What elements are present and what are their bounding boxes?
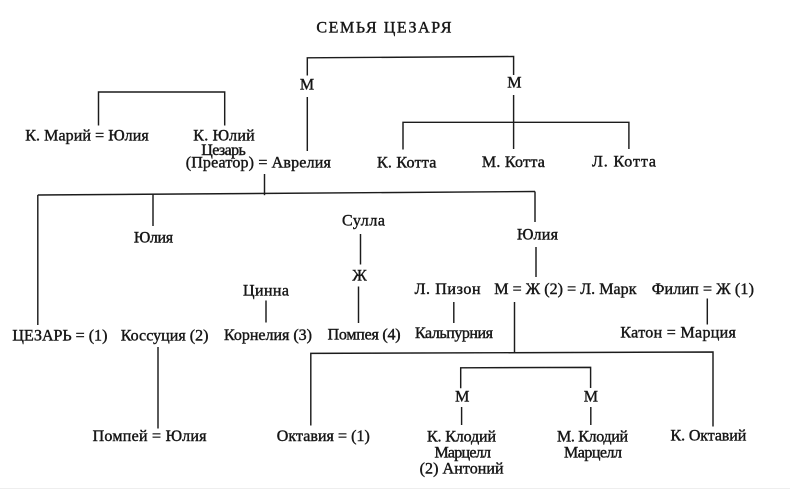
svg-text:Ж: Ж: [352, 268, 367, 285]
svg-text:М: М: [455, 388, 469, 405]
svg-text:Сулла: Сулла: [342, 213, 385, 230]
svg-text:Марцелл: Марцелл: [564, 445, 622, 462]
svg-text:Л. Пизон: Л. Пизон: [415, 281, 481, 298]
svg-text:К. Юлий: К. Юлий: [193, 128, 255, 145]
svg-text:М: М: [507, 75, 521, 92]
svg-text:Корнелия (3): Корнелия (3): [224, 327, 312, 344]
svg-text:СЕМЬЯ ЦЕЗАРЯ: СЕМЬЯ ЦЕЗАРЯ: [316, 19, 451, 36]
svg-text:Л. Котта: Л. Котта: [592, 154, 656, 171]
svg-text:М: М: [300, 77, 314, 94]
svg-text:Юлия: Юлия: [134, 229, 174, 246]
svg-text:Филип = Ж (1): Филип = Ж (1): [652, 281, 754, 298]
svg-text:(Преатор) = Аврелия: (Преатор) = Аврелия: [186, 155, 332, 172]
svg-text:Цезарь: Цезарь: [201, 142, 246, 159]
svg-text:Помпей = Юлия: Помпей = Юлия: [93, 428, 208, 445]
svg-text:М: М: [584, 388, 598, 405]
svg-text:М. Клодий: М. Клодий: [557, 429, 628, 446]
svg-text:М. Котта: М. Котта: [482, 154, 545, 171]
svg-text:Кальпурния: Кальпурния: [415, 325, 494, 342]
svg-text:К. Марий = Юлия: К. Марий = Юлия: [25, 128, 149, 145]
svg-text:К. Клодий: К. Клодий: [427, 429, 496, 446]
svg-text:Цинна: Цинна: [243, 282, 289, 299]
svg-text:Катон = Марция: Катон = Марция: [620, 325, 736, 342]
svg-text:(2) Антоний: (2) Антоний: [420, 461, 504, 478]
svg-text:Марцелл: Марцелл: [434, 445, 491, 462]
svg-text:Октавия = (1): Октавия = (1): [277, 428, 370, 445]
svg-text:К. Октавий: К. Октавий: [671, 427, 747, 444]
svg-text:Юлия: Юлия: [517, 227, 559, 244]
svg-text:М = Ж (2) = Л. Марк: М = Ж (2) = Л. Марк: [494, 281, 636, 298]
svg-text:К. Котта: К. Котта: [377, 155, 436, 172]
svg-text:ЦЕЗАРЬ = (1): ЦЕЗАРЬ = (1): [12, 328, 107, 345]
svg-text:Помпея (4): Помпея (4): [328, 327, 401, 344]
svg-text:Коссуция (2): Коссуция (2): [121, 328, 209, 345]
